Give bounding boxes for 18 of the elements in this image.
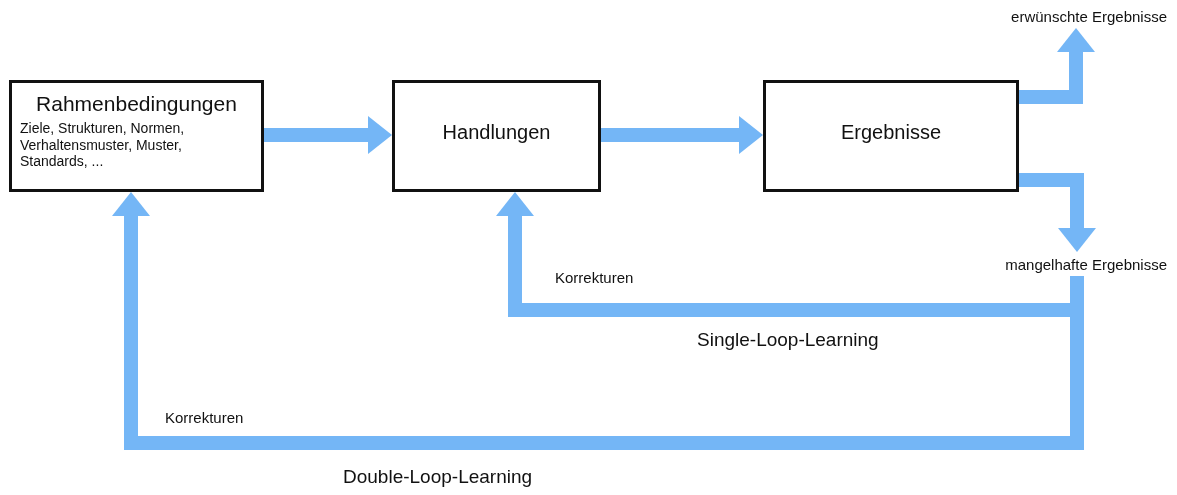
box-heading: Ergebnisse: [840, 120, 942, 144]
edge-label: Korrekturen: [553, 269, 636, 286]
process-box: [763, 80, 1019, 192]
edge-label: Korrekturen: [163, 409, 246, 426]
outcome-label: mangelhafte Ergebnisse: [1005, 255, 1167, 273]
block-arrow: [264, 116, 392, 154]
box-heading: Handlungen: [442, 120, 551, 144]
outcome-label: erwünschte Ergebnisse: [1011, 7, 1167, 25]
box-description: Ziele, Strukturen, Normen, Verhaltensmuster, Muster, Standards, ...: [20, 120, 186, 170]
process-box: [9, 80, 264, 192]
loop-caption: Double-Loop-Learning: [343, 466, 533, 488]
block-arrow: [112, 192, 1084, 450]
process-box: [392, 80, 601, 192]
box-heading: Rahmenbedingungen: [36, 91, 237, 117]
block-arrow: [601, 116, 763, 154]
block-arrow: [1019, 28, 1095, 104]
loop-caption: Single-Loop-Learning: [697, 329, 879, 351]
block-arrow: [1019, 173, 1096, 252]
